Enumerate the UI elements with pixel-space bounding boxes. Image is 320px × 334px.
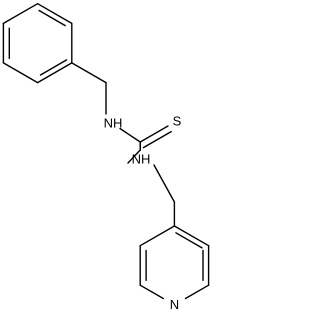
single-bond [119, 127, 141, 143]
single-bond [153, 164, 176, 203]
thiocarbonyl-double-bond [142, 130, 172, 149]
benzene-bond [2, 62, 39, 84]
structure-canvas: NH S NH N [2, 3, 210, 312]
atom-label-nh-top: NH [104, 116, 123, 131]
benzene-double-bond [39, 59, 68, 76]
pyridine-bond [139, 225, 176, 247]
thiocarbonyl-double-bond [139, 125, 169, 143]
pyridine-bond [139, 284, 165, 300]
thiourea-structure-diagram: NH S NH N [2, 3, 210, 312]
benzene-bond [36, 62, 73, 84]
atom-label-nh-bottom: NH [132, 152, 151, 167]
pyridine-ring [139, 225, 210, 300]
atom-label-pyridine-nitrogen: N [170, 297, 179, 312]
pyridine-bond [173, 225, 210, 247]
single-bond [71, 62, 107, 84]
single-bond [127, 149, 141, 164]
benzene-bond [36, 3, 73, 25]
atom-label-sulfur: S [173, 114, 182, 129]
benzene-double-bond [38, 9, 66, 27]
pyridine-bond [184, 284, 210, 300]
benzene-ring [2, 3, 73, 84]
benzene-bond [2, 3, 39, 25]
pyridine-double-bond [175, 232, 203, 249]
